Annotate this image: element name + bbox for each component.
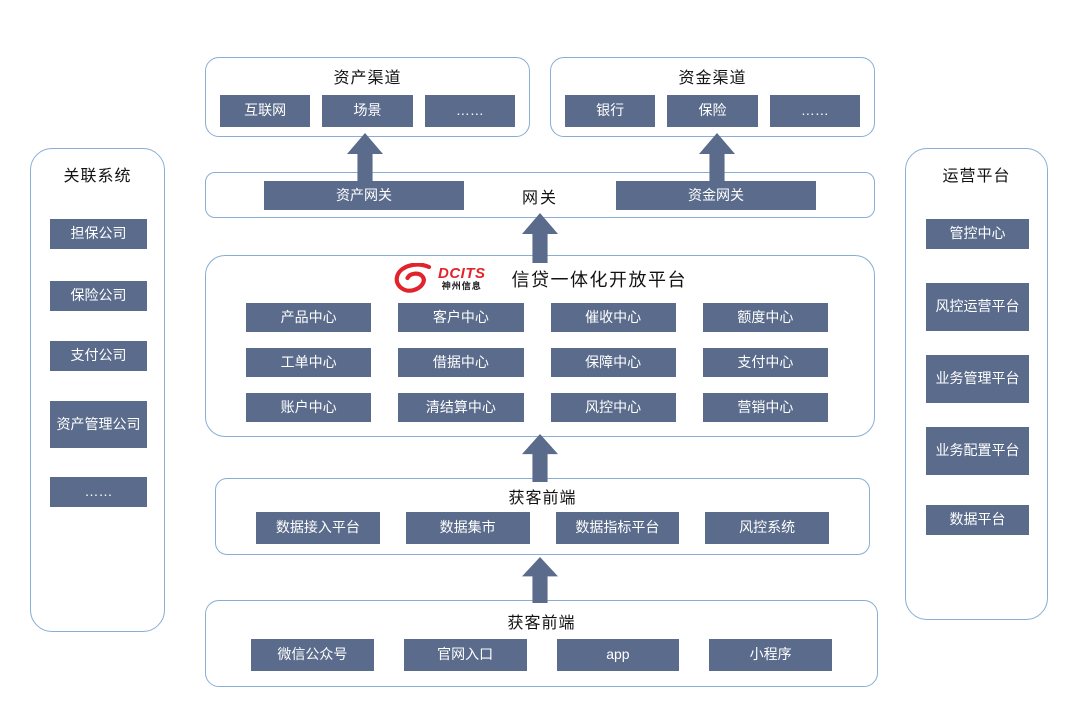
operation-platform-title: 运营平台 — [942, 168, 1011, 185]
fund-channel-item: 保险 — [667, 95, 758, 127]
center-box: 营销中心 — [702, 393, 828, 422]
operation-platform-item: 业务管理平台 — [926, 355, 1029, 403]
center-box: 清结算中心 — [398, 393, 524, 422]
acquisition-frontend-frame: 获客前端 微信公众号 官网入口 app 小程序 — [205, 600, 878, 687]
asset-channel-item: …… — [424, 95, 515, 127]
credit-platform-frame: DCITS 神州信息 信贷一体化开放平台 产品中心 客户中心 催收中心 额度中心… — [205, 255, 875, 437]
operation-platform-item: 数据平台 — [926, 505, 1029, 535]
center-box: 客户中心 — [398, 303, 524, 332]
operation-platform-panel: 运营平台 管控中心 风控运营平台 业务管理平台 业务配置平台 数据平台 — [905, 148, 1048, 620]
data-frontend-item: 数据指标平台 — [555, 512, 680, 544]
fund-channel-item: 银行 — [565, 95, 656, 127]
related-system-item: …… — [50, 477, 147, 507]
asset-channel-item: 场景 — [322, 95, 413, 127]
fund-channel-title: 资金渠道 — [678, 70, 747, 87]
related-system-item: 保险公司 — [50, 281, 147, 311]
center-box: 账户中心 — [246, 393, 372, 422]
center-box: 工单中心 — [246, 348, 372, 377]
fund-channel-frame: 资金渠道 银行 保险 …… — [550, 57, 875, 137]
related-system-item: 资产管理公司 — [50, 401, 147, 448]
acquisition-frontend-item: 小程序 — [709, 639, 832, 671]
asset-gateway-box: 资产网关 — [264, 181, 464, 210]
dcits-brand-text: DCITS — [438, 264, 486, 282]
acquisition-frontend-item: 微信公众号 — [251, 639, 374, 671]
center-box: 保障中心 — [550, 348, 676, 377]
dcits-subbrand-text: 神州信息 — [441, 281, 482, 292]
center-box: 催收中心 — [550, 303, 676, 332]
dcits-swirl-icon — [394, 263, 432, 293]
fund-gateway-box: 资金网关 — [616, 181, 816, 210]
related-system-item: 担保公司 — [50, 219, 147, 249]
center-box: 产品中心 — [246, 303, 372, 332]
asset-channel-frame: 资产渠道 互联网 场景 …… — [205, 57, 530, 137]
data-frontend-item: 数据接入平台 — [256, 512, 380, 544]
center-box: 借据中心 — [398, 348, 524, 377]
related-systems-panel: 关联系统 担保公司 保险公司 支付公司 资产管理公司 …… — [30, 148, 165, 632]
related-systems-title: 关联系统 — [63, 168, 132, 185]
acquisition-frontend-item: app — [556, 639, 680, 671]
operation-platform-item: 管控中心 — [926, 219, 1029, 249]
data-frontend-item: 风控系统 — [705, 512, 829, 544]
operation-platform-item: 风控运营平台 — [926, 283, 1029, 331]
center-box: 风控中心 — [550, 393, 676, 422]
center-box: 支付中心 — [702, 348, 828, 377]
fund-channel-item: …… — [769, 95, 860, 127]
gateway-label: 网关 — [521, 190, 558, 207]
up-arrow-icon — [522, 557, 558, 603]
asset-channel-item: 互联网 — [220, 95, 311, 127]
data-frontend-title: 获客前端 — [508, 490, 577, 507]
gateway-frame: 资产网关 网关 资金网关 — [205, 172, 875, 218]
asset-channel-title: 资产渠道 — [333, 70, 402, 87]
operation-platform-item: 业务配置平台 — [926, 427, 1029, 475]
data-frontend-frame: 获客前端 数据接入平台 数据集市 数据指标平台 风控系统 — [215, 478, 870, 555]
center-box: 额度中心 — [702, 303, 828, 332]
related-system-item: 支付公司 — [50, 341, 147, 371]
acquisition-frontend-title: 获客前端 — [507, 615, 576, 632]
data-frontend-item: 数据集市 — [405, 512, 530, 544]
up-arrow-icon — [522, 434, 558, 482]
credit-platform-title: 信贷一体化开放平台 — [511, 270, 687, 290]
acquisition-frontend-item: 官网入口 — [403, 639, 527, 671]
dcits-logo: DCITS 神州信息 — [393, 263, 486, 295]
